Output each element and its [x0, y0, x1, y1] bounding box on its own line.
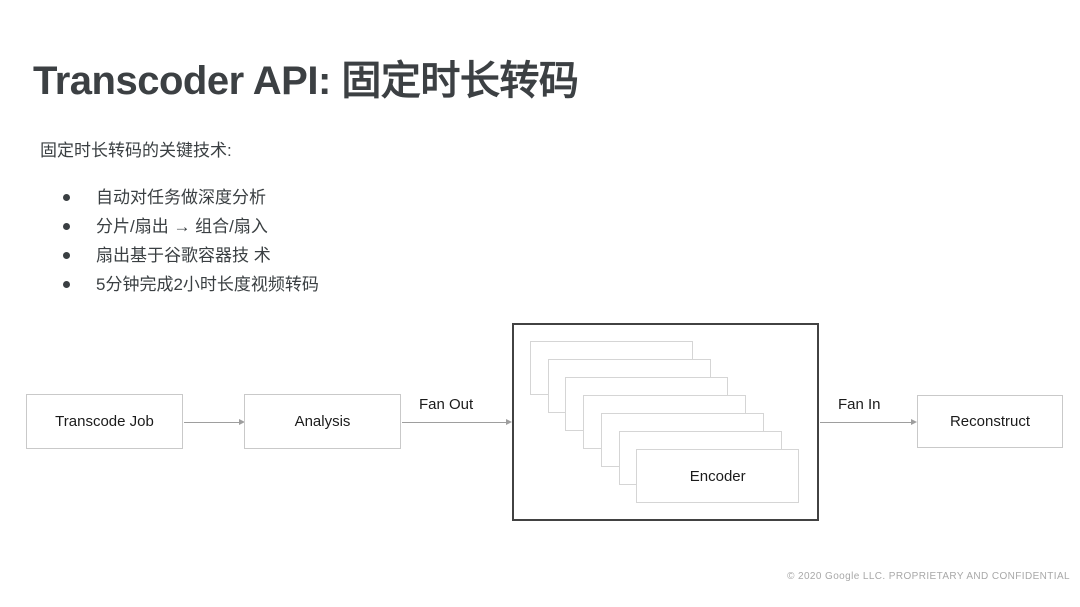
fan-in-label: Fan In [838, 396, 881, 413]
arrow-fan-out [402, 419, 512, 425]
analysis-node: Analysis [244, 394, 401, 449]
arrow-fan-in [820, 419, 917, 425]
copyright-footer: © 2020 Google LLC. PROPRIETARY AND CONFI… [787, 571, 1070, 582]
reconstruct-node: Reconstruct [917, 395, 1063, 448]
list-item: 分片/扇出 → 组合/扇入 [59, 212, 319, 241]
key-tech-list: 自动对任务做深度分析 分片/扇出 → 组合/扇入 扇出基于谷歌容器技 术 5分钟… [59, 183, 319, 299]
fan-out-label: Fan Out [419, 396, 474, 413]
encoder-container: Encoder [512, 323, 819, 521]
slide-title: Transcoder API: 固定时长转码 [33, 59, 579, 103]
transcode-job-node: Transcode Job [26, 394, 183, 449]
encoder-label: Encoder [689, 467, 746, 485]
list-item: 扇出基于谷歌容器技 术 [59, 241, 319, 270]
list-item: 5分钟完成2小时长度视频转码 [59, 270, 319, 299]
encoder-card-front: Encoder [636, 449, 800, 503]
list-item: 自动对任务做深度分析 [59, 183, 319, 212]
slide-subtitle: 固定时长转码的关键技术: [40, 141, 232, 160]
arrow-job-to-analysis [184, 419, 245, 425]
